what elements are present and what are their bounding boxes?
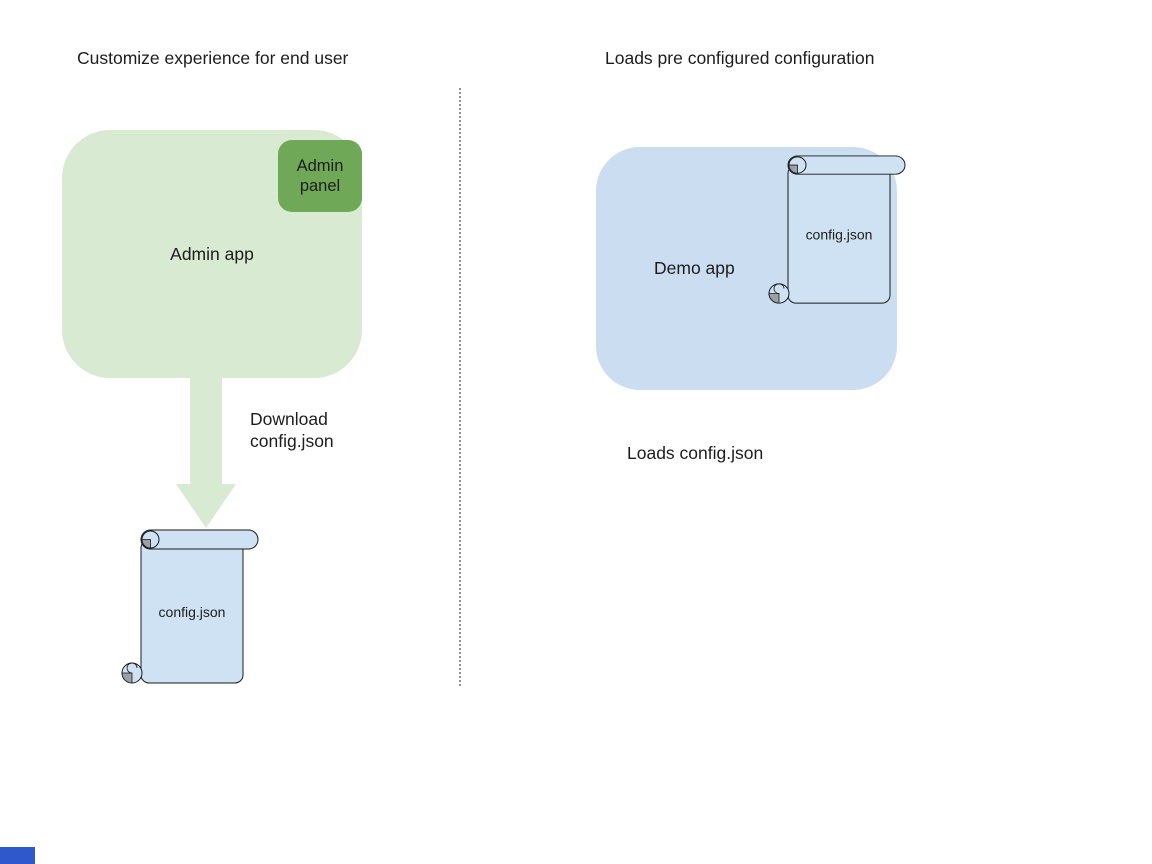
loads-caption: Loads config.json <box>627 443 764 463</box>
scroll-top-roll <box>140 529 259 550</box>
corner-blue-shape <box>0 847 35 864</box>
download-arrow-head-icon <box>176 484 236 528</box>
dotted-divider <box>459 88 461 686</box>
right-section-title: Loads pre configured configuration <box>605 48 875 68</box>
demo-app-label: Demo app <box>654 258 735 278</box>
admin-panel-label: Admin panel <box>296 157 344 195</box>
left-section-title: Customize experience for end user <box>77 48 349 68</box>
download-caption: Download config.json <box>250 409 334 451</box>
download-arrow-shaft <box>190 377 222 484</box>
admin-app-box: Admin app Admin panel <box>62 130 362 378</box>
scroll-top-roll <box>787 155 906 175</box>
admin-panel-badge: Admin panel <box>278 140 362 212</box>
config-file-label: config.json <box>806 228 873 243</box>
config-scroll-shape-left: config.json <box>121 529 259 684</box>
config-scroll-shape-right: config.json <box>768 155 906 304</box>
config-file-label: config.json <box>159 604 226 620</box>
admin-app-label: Admin app <box>170 243 254 264</box>
